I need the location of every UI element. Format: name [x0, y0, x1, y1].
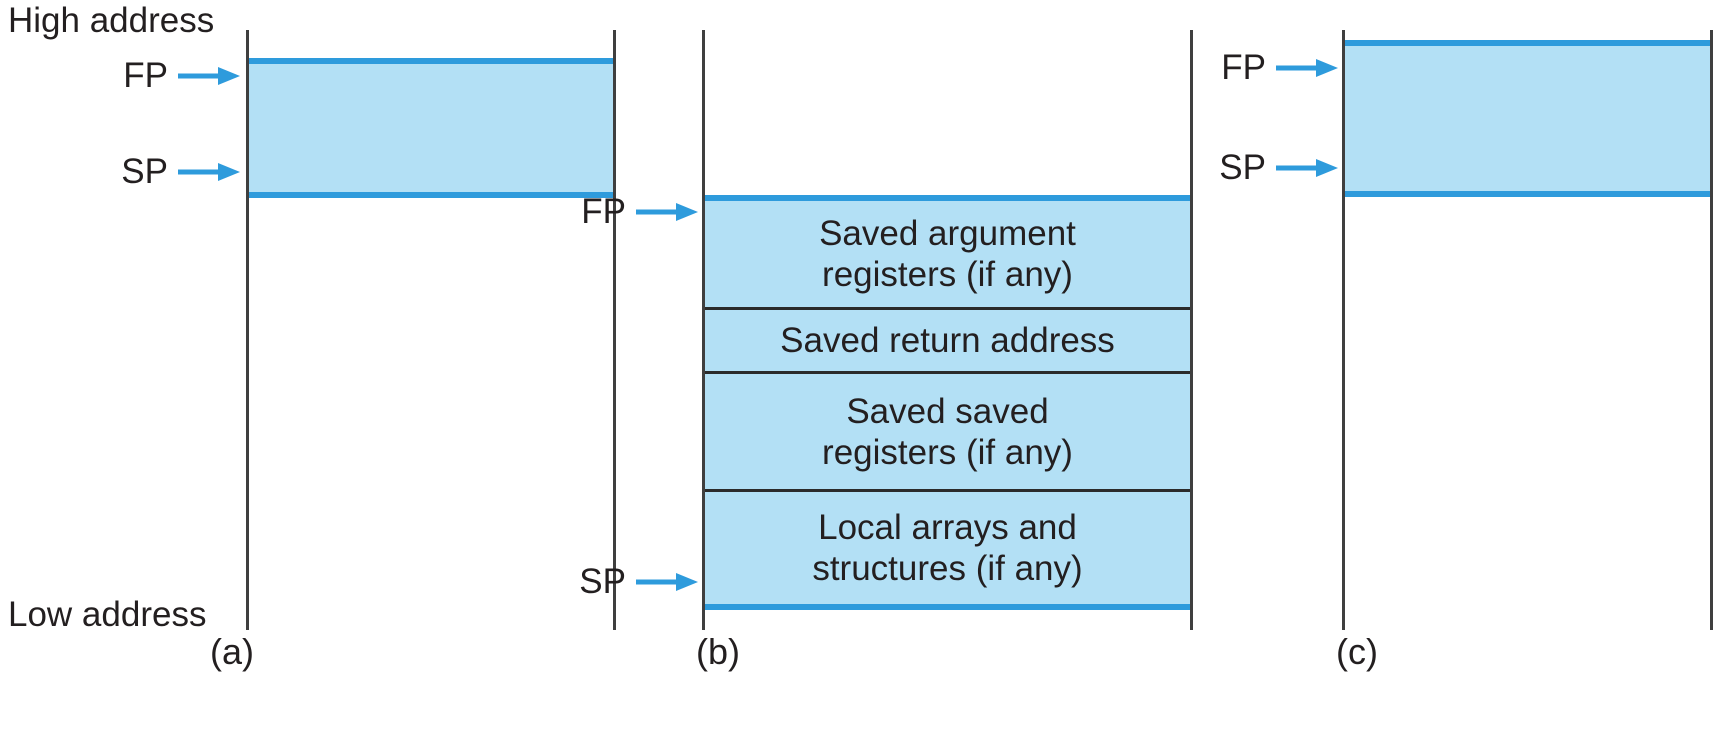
panel-b-divider-3	[705, 489, 1190, 492]
panel-a-caption: (a)	[210, 631, 254, 672]
panel-b-divider-2	[705, 371, 1190, 374]
panel-b-caption: (b)	[696, 631, 740, 672]
panel-c-sp-rule	[1345, 191, 1710, 197]
panel-b-sp-pointer: SP	[500, 562, 698, 602]
low-address-label: Low address	[8, 595, 207, 634]
arrow-right-icon	[178, 67, 240, 85]
panel-b-left-wall	[702, 30, 705, 630]
panel-a-fp-rule	[249, 58, 613, 64]
arrow-right-icon	[636, 573, 698, 591]
panel-c-left-wall	[1342, 30, 1345, 630]
panel-b-divider-1	[705, 307, 1190, 310]
panel-c-caption: (c)	[1336, 631, 1378, 672]
panel-b-frame-fill	[705, 195, 1190, 610]
panel-a-fp-label: FP	[123, 56, 168, 95]
panel-b-fp-label: FP	[581, 192, 626, 231]
panel-a-frame-fill	[249, 58, 613, 198]
panel-c-frame-fill	[1345, 40, 1710, 197]
high-address-label: High address	[8, 1, 215, 40]
panel-c-right-wall	[1710, 30, 1713, 630]
panel-c-fp-label: FP	[1221, 48, 1266, 87]
arrow-right-icon	[636, 203, 698, 221]
panel-b-fp-rule	[705, 195, 1190, 201]
arrow-right-icon	[178, 163, 240, 181]
panel-a-sp-rule	[249, 192, 613, 198]
arrow-right-icon	[1276, 159, 1338, 177]
panel-c-fp-rule	[1345, 40, 1710, 46]
panel-b-fp-pointer: FP	[500, 192, 698, 232]
panel-b-right-wall	[1190, 30, 1193, 630]
panel-a-left-wall	[246, 30, 249, 630]
panel-c-sp-pointer: SP	[1140, 148, 1338, 188]
panel-a-sp-label: SP	[121, 152, 168, 191]
panel-b-sp-rule	[705, 604, 1190, 610]
panel-a-fp-pointer: FP	[40, 56, 240, 96]
panel-c-sp-label: SP	[1219, 148, 1266, 187]
panel-a-sp-pointer: SP	[40, 152, 240, 192]
arrow-right-icon	[1276, 59, 1338, 77]
panel-a-right-wall	[613, 30, 616, 630]
panel-b-sp-label: SP	[579, 562, 626, 601]
panel-c-fp-pointer: FP	[1140, 48, 1338, 88]
